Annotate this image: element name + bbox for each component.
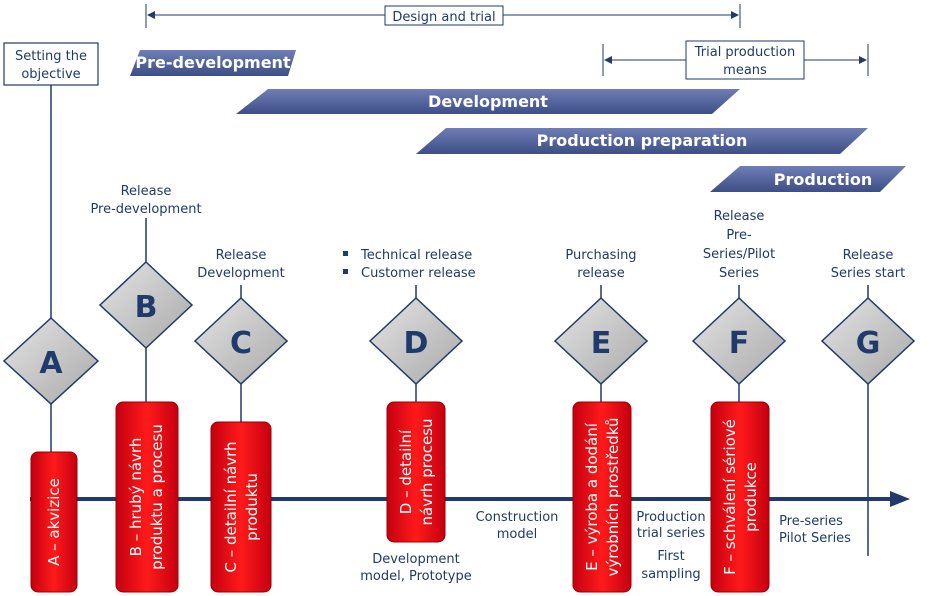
step-label-2: produktu a procesu — [148, 424, 166, 570]
gate-a: A — [2, 316, 100, 406]
gate-e: E — [553, 296, 649, 386]
release-g-1: Release — [843, 248, 894, 263]
phase-label: Production — [774, 170, 872, 189]
release-b-1: Release — [121, 184, 172, 199]
release-f-4: Series — [719, 266, 759, 281]
design-trial-span: Design and trial — [145, 4, 741, 28]
release-c-1: Release — [216, 248, 267, 263]
release-d-2: Customer release — [361, 266, 476, 281]
objective-label-2: objective — [21, 67, 80, 82]
first-sampling-1: First — [657, 549, 684, 564]
gate-d: D — [368, 296, 464, 386]
bullet — [343, 269, 348, 274]
step-label-2: produkce — [742, 462, 760, 532]
step-label-2: návrh procesu — [418, 418, 436, 525]
step-label-1: D – detailní — [397, 429, 415, 514]
gate-letter: F — [729, 326, 750, 361]
development-model-1: Development — [372, 552, 460, 567]
gate-letter: A — [39, 346, 63, 381]
production-trial-1: Production — [636, 510, 705, 525]
step-d: D – detailní návrh procesu — [386, 401, 446, 543]
step-label-1: F – schválení sériové — [721, 419, 739, 575]
trial-production-label-1: Trial production — [694, 45, 796, 60]
phase-production-preparation: Production preparation — [416, 128, 868, 154]
trial-production-span: Trial production means — [602, 40, 869, 80]
development-model-2: model, Prototype — [360, 569, 471, 584]
first-sampling-2: sampling — [641, 567, 700, 582]
construction-label-1: Construction — [476, 510, 559, 525]
objective-label-1: Setting the — [15, 49, 87, 64]
release-g-2: Series start — [831, 266, 905, 281]
release-b-2: Pre-development — [90, 202, 201, 217]
pre-series-2: Pilot Series — [779, 531, 851, 546]
gate-g: G — [820, 296, 916, 386]
bullet — [343, 251, 348, 256]
release-f-1: Release — [714, 209, 765, 224]
gate-c: C — [193, 296, 289, 386]
design-trial-label: Design and trial — [392, 10, 495, 25]
step-c: C – detailní návrh produktu — [210, 421, 272, 593]
step-label-1: A – akvizice — [45, 478, 63, 566]
phase-label: Pre-development — [135, 53, 291, 72]
connectors — [50, 85, 869, 556]
release-f-3: Series/Pilot — [703, 247, 775, 262]
step-f: F – schválení sériové produkce — [710, 401, 770, 593]
gate-b: B — [98, 260, 194, 350]
step-a: A – akvizice — [30, 451, 78, 593]
release-c-2: Development — [197, 266, 285, 281]
gate-letter: G — [856, 326, 881, 361]
construction-label-2: model — [497, 527, 537, 542]
production-trial-2: trial series — [637, 526, 705, 541]
phase-production: Production — [710, 166, 906, 192]
timeline-arrow — [30, 491, 910, 507]
step-label-2: výrobních prostředků — [604, 417, 622, 576]
gate-f: F — [691, 296, 787, 386]
release-e-2: release — [577, 266, 624, 281]
gate-letter: D — [404, 326, 429, 361]
gate-letter: E — [591, 326, 612, 361]
gate-letter: C — [230, 326, 252, 361]
step-label-1: B – hrubý návrh — [127, 438, 145, 557]
step-b: B – hrubý návrh produktu a procesu — [115, 401, 179, 593]
phase-label: Production preparation — [537, 131, 748, 150]
step-label-2: produktu — [243, 473, 261, 541]
phase-label: Development — [428, 92, 548, 111]
phase-pre-development: Pre-development — [130, 50, 296, 76]
release-e-1: Purchasing — [565, 248, 636, 263]
gate-letter: B — [135, 290, 158, 325]
release-f-2: Pre- — [726, 228, 752, 243]
step-label-1: E – výroba a dodání — [583, 422, 601, 571]
pre-series-1: Pre-series — [779, 514, 843, 529]
step-e: E – výroba a dodání výrobních prostředků — [572, 401, 632, 593]
phase-development: Development — [236, 89, 740, 114]
release-d-1: Technical release — [360, 248, 472, 263]
step-label-1: C – detailní návrh — [222, 441, 240, 572]
trial-production-label-2: means — [723, 63, 767, 78]
objective-box: Setting the objective — [3, 42, 99, 86]
